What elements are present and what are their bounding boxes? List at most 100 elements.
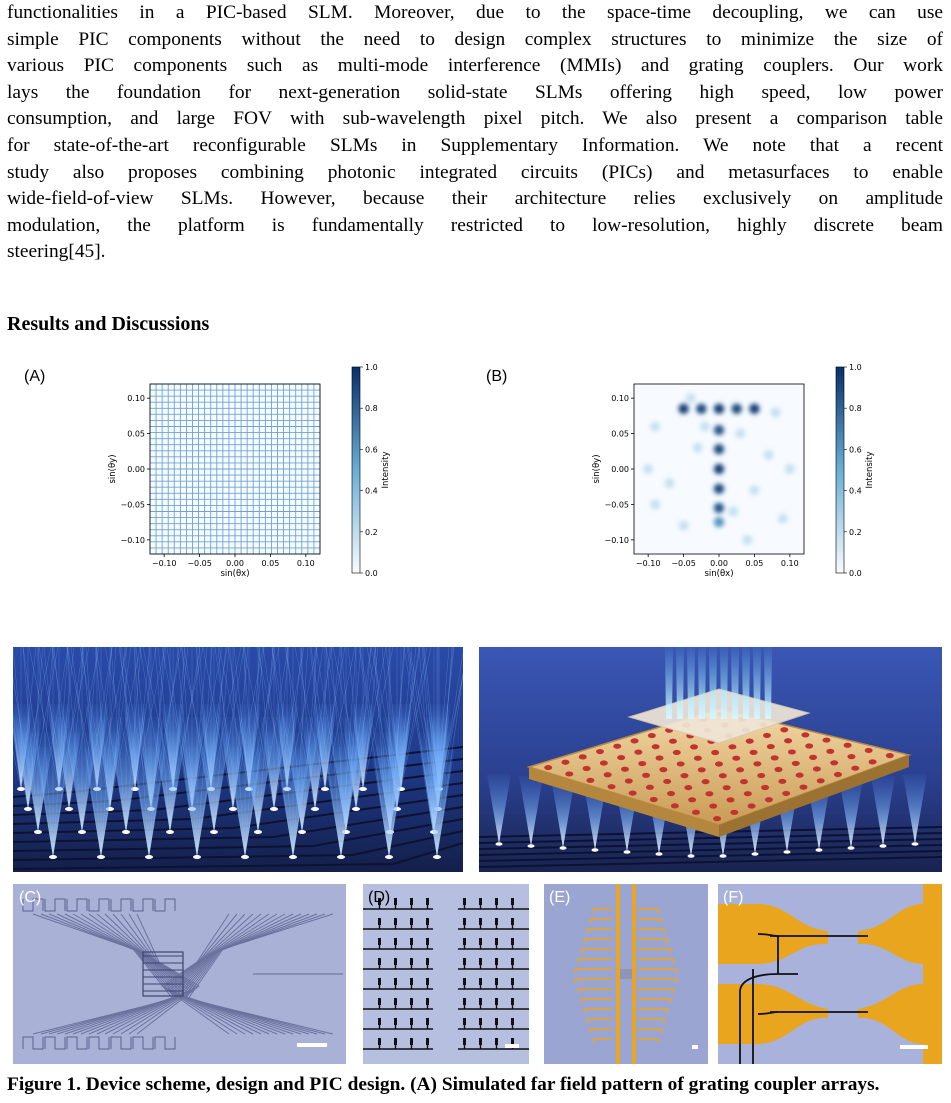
emitter bbox=[751, 852, 759, 856]
speckle bbox=[749, 485, 760, 496]
grating-coupler bbox=[479, 1018, 482, 1025]
beam-cone bbox=[323, 747, 359, 857]
beam-cone bbox=[487, 774, 511, 844]
grating-coupler bbox=[511, 1038, 514, 1045]
output-beam bbox=[698, 647, 706, 719]
colorbar-tick-label: 0.4 bbox=[849, 487, 862, 496]
grating-coupler bbox=[495, 918, 498, 925]
metasurface-render bbox=[479, 647, 942, 872]
waveguide bbox=[13, 842, 463, 870]
meta-atom bbox=[730, 809, 739, 815]
emitter bbox=[815, 848, 823, 852]
beam-ray bbox=[13, 710, 22, 790]
grating-coupler bbox=[426, 1018, 429, 1025]
beam-ray bbox=[81, 647, 113, 833]
emitter bbox=[559, 846, 567, 850]
grating-coupler bbox=[378, 978, 381, 985]
micrograph-c bbox=[13, 884, 346, 1064]
waveguide-trace bbox=[187, 913, 334, 1035]
beam-ray bbox=[154, 647, 171, 833]
emitter bbox=[655, 852, 663, 856]
output-beam bbox=[742, 647, 750, 719]
waveguide bbox=[479, 838, 942, 850]
meta-atom bbox=[805, 743, 814, 749]
y-axis-label: sin(θy) bbox=[108, 454, 118, 483]
grating-coupler bbox=[410, 1038, 413, 1045]
paragraph-line: modulation, the platform is fundamentall… bbox=[7, 214, 943, 236]
speckle bbox=[770, 407, 781, 418]
electrode-trace bbox=[66, 898, 88, 912]
grating-coupler bbox=[495, 1038, 498, 1045]
beam-cone bbox=[419, 747, 455, 857]
grating-coupler bbox=[511, 918, 514, 925]
meta-atom bbox=[801, 732, 810, 738]
grating-coupler bbox=[479, 998, 482, 1005]
beam-ray bbox=[214, 647, 246, 858]
speckle bbox=[784, 464, 795, 474]
grating-coupler bbox=[511, 978, 514, 985]
beam-ray bbox=[362, 647, 379, 790]
beam-cone bbox=[903, 774, 927, 844]
paragraph-line: simple PIC components without the need t… bbox=[7, 28, 943, 50]
x-tick-label: 0.00 bbox=[710, 559, 728, 568]
meta-atom bbox=[691, 809, 700, 815]
grating-coupler bbox=[410, 898, 413, 905]
grating-coupler bbox=[511, 998, 514, 1005]
waveguide-trace bbox=[96, 913, 190, 1035]
beam-ray bbox=[196, 647, 213, 858]
meta-atom bbox=[761, 784, 770, 791]
emitter bbox=[352, 807, 360, 811]
beam-ray bbox=[37, 647, 69, 833]
speckle bbox=[664, 478, 675, 489]
output-beam bbox=[764, 647, 772, 719]
waveguide-trace bbox=[177, 913, 294, 1035]
grating-coupler bbox=[463, 978, 466, 985]
output-beam bbox=[665, 647, 673, 719]
bus-bar bbox=[616, 884, 620, 1064]
panel-label-a: (A) bbox=[24, 368, 46, 385]
colorbar-tick-label: 0.0 bbox=[365, 569, 378, 578]
grating-coupler bbox=[394, 898, 397, 905]
panel-label-d: (D) bbox=[368, 889, 391, 906]
beam-ray bbox=[81, 647, 98, 833]
beam-ray bbox=[196, 647, 228, 858]
emitter bbox=[879, 844, 887, 848]
beam-ray bbox=[244, 647, 276, 858]
beam-ray bbox=[100, 647, 117, 858]
x-tick-label: 0.05 bbox=[262, 559, 280, 568]
grating-coupler bbox=[410, 998, 413, 1005]
colorbar-tick-label: 0.6 bbox=[365, 445, 378, 454]
emitter bbox=[97, 855, 105, 859]
meta-atom bbox=[651, 744, 660, 750]
colorbar-tick-label: 0.8 bbox=[365, 404, 378, 413]
meta-atom bbox=[565, 771, 574, 777]
meta-atom bbox=[757, 772, 766, 779]
grating-coupler bbox=[394, 1038, 397, 1045]
grating-coupler bbox=[394, 998, 397, 1005]
beam-ray bbox=[262, 647, 294, 858]
meta-atom bbox=[766, 743, 775, 750]
meta-atom bbox=[747, 803, 756, 809]
beam-cone bbox=[131, 747, 167, 857]
beam-ray bbox=[66, 647, 83, 833]
grating-coupler bbox=[511, 898, 514, 905]
meta-atom bbox=[624, 778, 633, 784]
intensity-spot bbox=[713, 424, 725, 436]
meta-atom bbox=[613, 743, 622, 749]
speckle bbox=[650, 499, 661, 510]
meta-atom bbox=[770, 755, 779, 761]
meta-atom bbox=[676, 761, 685, 767]
grating-coupler bbox=[463, 918, 466, 925]
waveguide-trace bbox=[120, 913, 196, 1035]
grating-coupler bbox=[378, 918, 381, 925]
beam-ray bbox=[183, 647, 215, 833]
body-paragraph: functionalities in a PIC-based SLM. More… bbox=[7, 0, 943, 266]
grating-array-render bbox=[13, 647, 463, 872]
beam-ray bbox=[133, 647, 150, 858]
grating-coupler bbox=[495, 998, 498, 1005]
beam-ray bbox=[358, 647, 390, 858]
meta-atom bbox=[782, 790, 791, 797]
meta-atom bbox=[649, 796, 658, 803]
meta-atom bbox=[617, 754, 626, 761]
